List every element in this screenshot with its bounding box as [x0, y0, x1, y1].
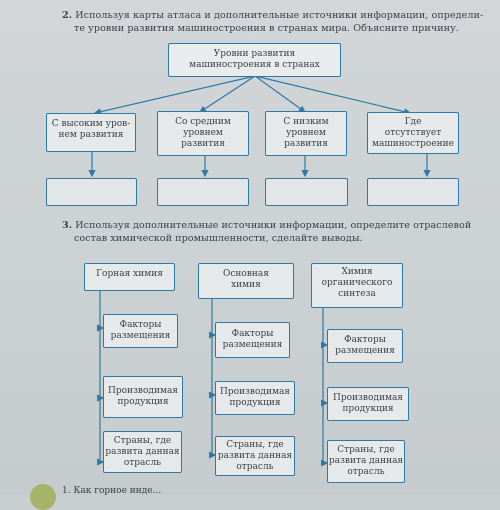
- root-line-2: машиностроения в странах: [189, 60, 320, 70]
- task-2-line-1: Используя карты атласа и дополнительные …: [75, 10, 484, 21]
- column-title-mining-chemistry: Горная химия: [84, 263, 175, 291]
- task-2-line-2: те уровни развития машиностроения в стра…: [74, 22, 459, 34]
- col2-countries-box: Страны, где развита данная отрасль: [215, 436, 295, 476]
- answer-high-box[interactable]: [46, 178, 137, 206]
- task-3-line-2: состав химической промышленности, сделай…: [74, 232, 363, 244]
- task-3-line-1: Используя дополнительные источники инфор…: [75, 220, 472, 231]
- category-low-box: С низким уровнем развития: [265, 111, 347, 156]
- col1-products-box: Производимая продукция: [103, 376, 183, 418]
- diagram-connectors: [88, 75, 431, 467]
- task-3-text: 3. Используя дополнительные источники ин…: [62, 220, 492, 245]
- answer-low-box[interactable]: [265, 178, 348, 206]
- col1-factors-box: Факторы размещения: [103, 314, 178, 348]
- col3-countries-box: Страны, где развита данная отрасль: [327, 440, 405, 483]
- page-marker-circle: [30, 484, 56, 510]
- arrow-root-to-medium: [198, 75, 256, 113]
- arrow-root-to-none: [254, 75, 412, 116]
- root-line-1: Уровни развития: [213, 49, 296, 59]
- next-task-text: 1. Как горное инде...: [62, 486, 162, 496]
- col2-products-box: Производимая продукция: [215, 381, 295, 415]
- column-title-organic-synthesis: Химия органического синтеза: [311, 263, 403, 308]
- arrow-root-to-high: [93, 75, 256, 116]
- answer-none-box[interactable]: [367, 178, 459, 206]
- arrow-root-to-low: [254, 75, 306, 113]
- col1-countries-box: Страны, где развита данная отрасль: [103, 431, 182, 473]
- col2-factors-box: Факторы размещения: [215, 322, 290, 358]
- column-title-basic-chemistry: Основная химия: [198, 263, 294, 299]
- category-high-box: С высоким уров- нем развития: [46, 113, 136, 152]
- answer-medium-box[interactable]: [157, 178, 249, 206]
- col3-factors-box: Факторы размещения: [327, 329, 403, 363]
- category-medium-box: Со средним уровнем развития: [157, 111, 249, 156]
- category-none-box: Где отсутствует машиностроение: [367, 112, 459, 154]
- task-3-number: 3.: [62, 220, 73, 231]
- task-2-number: 2.: [62, 10, 73, 21]
- col3-products-box: Производимая продукция: [327, 387, 409, 421]
- levels-root-box: Уровни развития машиностроения в странах: [168, 43, 341, 77]
- task-2-text: 2. Используя карты атласа и дополнительн…: [62, 10, 492, 35]
